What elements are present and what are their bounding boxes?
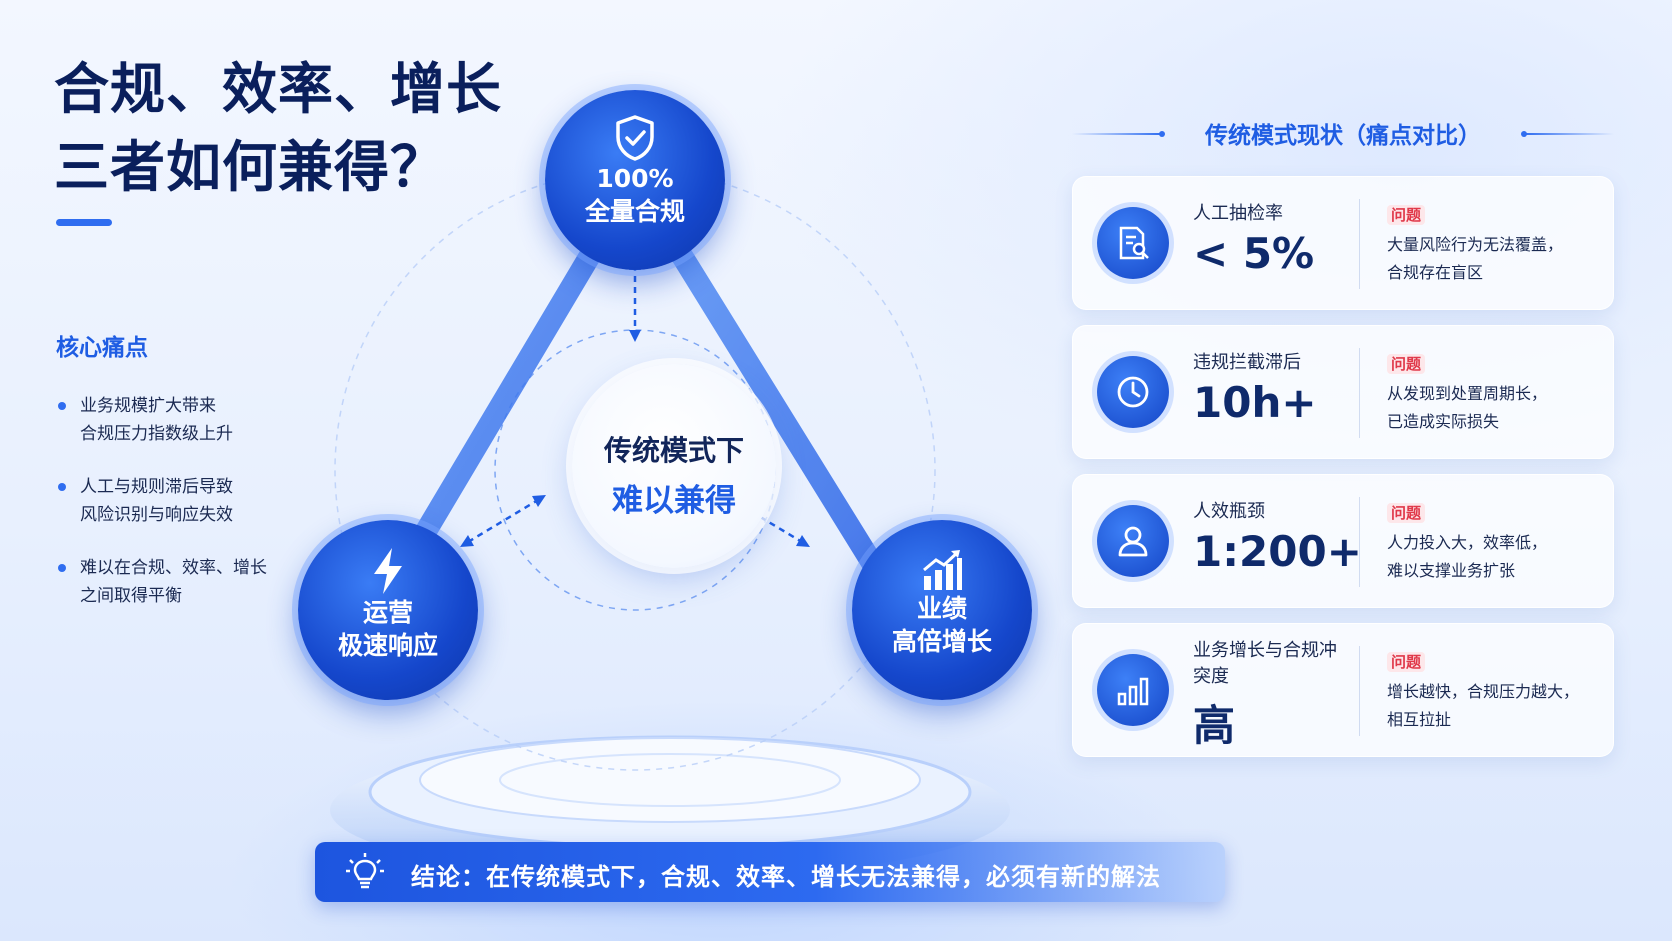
card-metric: 人效瓶颈 1:200+ [1193, 499, 1373, 576]
card-metric: 人工抽检率 < 5% [1193, 201, 1373, 278]
list-item: 人工与规则滞后导致 风险识别与响应失效 [56, 473, 296, 529]
conclusion-banner: 结论：在传统模式下，合规、效率、增长无法兼得，必须有新的解法 [315, 842, 1225, 902]
conclusion-text: 结论：在传统模式下，合规、效率、增长无法兼得，必须有新的解法 [411, 863, 1161, 891]
issue-tag: 问题 [1387, 205, 1426, 225]
pain-text: 之间取得平衡 [80, 586, 182, 606]
page-title: 合规、效率、增长 三者如何兼得？ [54, 50, 502, 206]
card-divider [1359, 497, 1360, 587]
metric-card: 人工抽检率 < 5% 问题 大量风险行为无法覆盖， 合规存在盲区 [1072, 176, 1614, 310]
issue-text-line: 增长越快，合规压力越大， [1387, 682, 1580, 701]
bullet-dot [58, 402, 66, 410]
issue-text: 人力投入大，效率低， 难以支撑业务扩张 [1387, 529, 1607, 585]
node-right-line-1: 业绩 [916, 594, 967, 623]
metric-value: 1:200+ [1193, 527, 1362, 576]
issue-tag: 问题 [1387, 652, 1426, 672]
growth-chart-icon [923, 550, 962, 590]
card-divider [1359, 199, 1360, 289]
card-icon-circle [1097, 505, 1169, 577]
center-line-1: 传统模式下 [603, 434, 744, 467]
node-left-line-1: 运营 [362, 598, 413, 627]
issue-text-line: 相互拉扯 [1387, 710, 1452, 729]
lightning-icon [374, 548, 402, 594]
metric-label: 业务增长与合规冲突度 [1193, 640, 1337, 687]
issue-text-line: 大量风险行为无法覆盖， [1387, 235, 1564, 254]
issue-text-line: 合规存在盲区 [1387, 263, 1484, 282]
list-item: 难以在合规、效率、增长 之间取得平衡 [56, 554, 296, 610]
card-icon-circle [1097, 356, 1169, 428]
issue-text: 大量风险行为无法覆盖， 合规存在盲区 [1387, 231, 1607, 287]
card-icon-circle [1097, 207, 1169, 279]
metric-label: 人工抽检率 [1193, 203, 1283, 224]
issue-text: 增长越快，合规压力越大， 相互拉扯 [1387, 678, 1607, 734]
center-circle: 传统模式下 难以兼得 [572, 364, 776, 568]
pain-text: 风险识别与响应失效 [80, 505, 233, 525]
node-left-line-2: 极速响应 [337, 631, 438, 660]
node-right-line-2: 高倍增长 [891, 627, 992, 656]
issue-text-line: 人力投入大，效率低， [1387, 533, 1548, 552]
pain-points-list: 业务规模扩大带来 合规压力指数级上升 人工与规则滞后导致 风险识别与响应失效 难… [56, 392, 296, 635]
card-icon-circle [1097, 654, 1169, 726]
heading-divider-right [1521, 131, 1614, 137]
metric-label: 人效瓶颈 [1193, 501, 1265, 522]
metric-card: 人效瓶颈 1:200+ 问题 人力投入大，效率低， 难以支撑业务扩张 [1072, 474, 1614, 608]
node-top-line-2: 全量合规 [584, 197, 685, 226]
issue-text: 从发现到处置周期长， 已造成实际损失 [1387, 380, 1607, 436]
metric-value: 高 [1193, 701, 1236, 750]
user-icon [1118, 526, 1148, 557]
metric-value: 10h+ [1193, 378, 1317, 427]
issue-tag: 问题 [1387, 354, 1426, 374]
metric-value: < 5% [1193, 229, 1315, 278]
node-top-line-1: 100% [596, 164, 674, 193]
triangle-diagram: 100% 全量合规 运营 极速响应 业绩 高倍增长 传统模式下 难以兼得 [298, 80, 1040, 900]
bar-chart-icon [1117, 677, 1149, 706]
lightbulb-icon [346, 853, 384, 889]
card-issue: 问题 人力投入大，效率低， 难以支撑业务扩张 [1387, 503, 1607, 585]
card-divider [1359, 646, 1360, 736]
pain-text: 人工与规则滞后导致 [80, 477, 233, 497]
document-search-icon [1119, 226, 1149, 260]
issue-text-line: 从发现到处置周期长， [1387, 384, 1548, 403]
shield-check-icon [616, 115, 654, 161]
card-issue: 问题 增长越快，合规压力越大， 相互拉扯 [1387, 652, 1607, 734]
title-line-2: 三者如何兼得？ [54, 135, 447, 199]
issue-tag: 问题 [1387, 503, 1426, 523]
bullet-dot [58, 564, 66, 572]
pain-text: 合规压力指数级上升 [80, 424, 233, 444]
card-metric: 违规拦截滞后 10h+ [1193, 350, 1373, 427]
issue-text-line: 难以支撑业务扩张 [1387, 561, 1516, 580]
node-fast-response: 运营 极速响应 [298, 520, 478, 700]
clock-icon [1117, 376, 1149, 408]
card-divider [1359, 348, 1360, 438]
pain-text: 难以在合规、效率、增长 [80, 558, 267, 578]
comparison-heading: 传统模式现状（痛点对比） [1072, 116, 1614, 150]
node-performance-growth: 业绩 高倍增长 [852, 520, 1032, 700]
node-full-compliance: 100% 全量合规 [545, 90, 725, 270]
card-issue: 问题 从发现到处置周期长， 已造成实际损失 [1387, 354, 1607, 436]
pain-points-heading: 核心痛点 [56, 335, 148, 361]
podium-top [419, 737, 921, 823]
issue-text-line: 已造成实际损失 [1387, 412, 1500, 431]
comparison-heading-text: 传统模式现状（痛点对比） [1205, 123, 1481, 149]
metric-card: 违规拦截滞后 10h+ 问题 从发现到处置周期长， 已造成实际损失 [1072, 325, 1614, 459]
title-underline [56, 219, 112, 226]
metric-card: 业务增长与合规冲突度 高 问题 增长越快，合规压力越大， 相互拉扯 [1072, 623, 1614, 757]
list-item: 业务规模扩大带来 合规压力指数级上升 [56, 392, 296, 448]
metric-label: 违规拦截滞后 [1193, 352, 1301, 373]
pain-text: 业务规模扩大带来 [80, 396, 216, 416]
card-issue: 问题 大量风险行为无法覆盖， 合规存在盲区 [1387, 205, 1607, 287]
center-line-2: 难以兼得 [612, 483, 736, 519]
card-metric: 业务增长与合规冲突度 高 [1193, 638, 1373, 753]
heading-divider-left [1072, 131, 1165, 137]
bullet-dot [58, 483, 66, 491]
title-line-1: 合规、效率、增长 [54, 57, 503, 121]
